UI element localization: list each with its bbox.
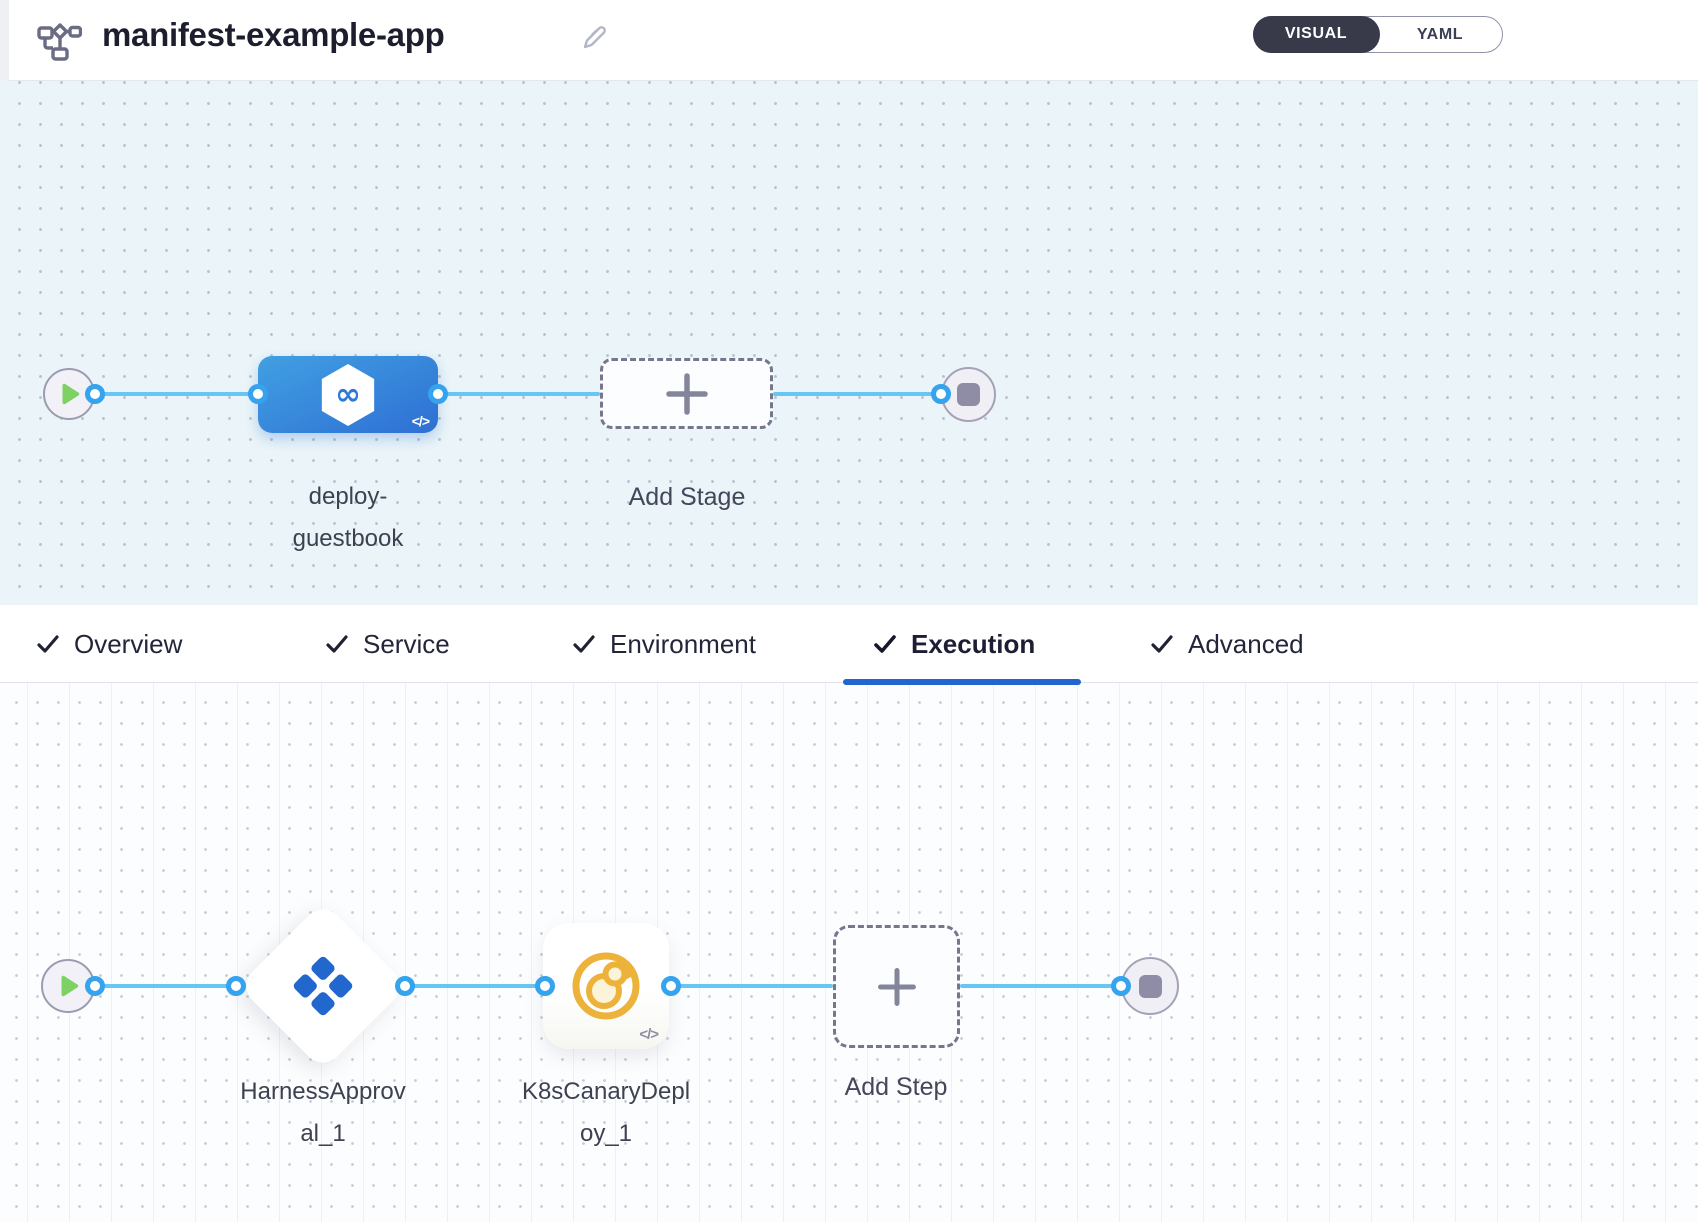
port-start-out[interactable]	[85, 976, 105, 996]
stop-icon	[957, 383, 980, 406]
execution-canvas[interactable]: </> HarnessApprov al_1 K8sCanaryDepl oy_…	[0, 683, 1698, 1222]
yaml-toggle-button[interactable]: YAML	[1378, 17, 1502, 52]
stop-icon	[1138, 974, 1162, 998]
stage-config-tabbar: Overview Service Environment Execution A…	[0, 605, 1698, 685]
port-stage-in[interactable]	[248, 384, 268, 404]
pipeline-header: manifest-example-app VISUAL YAML	[0, 0, 1698, 81]
port-canary-in[interactable]	[535, 976, 555, 996]
edge-connector	[405, 984, 545, 988]
port-start-out[interactable]	[85, 384, 105, 404]
port-approval-in[interactable]	[226, 976, 246, 996]
step-node-harness-approval[interactable]	[238, 901, 408, 1071]
harness-approval-icon	[293, 956, 353, 1016]
step-node-k8s-canary-deploy[interactable]: </>	[543, 923, 669, 1049]
edge-connector	[95, 984, 236, 988]
play-icon	[62, 383, 80, 405]
tab-service[interactable]: Service	[325, 605, 450, 683]
svg-text:∞: ∞	[335, 376, 361, 412]
edit-pipeline-name-button[interactable]	[572, 16, 616, 60]
k8s-canary-icon	[572, 952, 640, 1020]
plus-icon	[877, 967, 916, 1006]
tab-advanced[interactable]: Advanced	[1150, 605, 1304, 683]
edge-connector	[438, 392, 600, 396]
visual-toggle-button[interactable]: VISUAL	[1252, 15, 1380, 53]
step-name-label: K8sCanaryDepl oy_1	[521, 1078, 691, 1147]
stage-canvas[interactable]: ∞ </> deploy- guestbook Add Stage	[0, 81, 1698, 605]
step-name-label: HarnessApprov al_1	[240, 1078, 406, 1147]
tab-environment[interactable]: Environment	[572, 605, 756, 683]
add-stage-button[interactable]	[600, 358, 773, 429]
pipeline-flowchart-icon	[36, 21, 83, 66]
code-badge-icon: </>	[639, 1026, 659, 1043]
check-icon	[573, 635, 595, 653]
edge-connector	[773, 392, 941, 396]
check-icon	[326, 635, 348, 653]
port-end-in[interactable]	[1111, 976, 1131, 996]
port-approval-out[interactable]	[395, 976, 415, 996]
add-stage-label: Add Stage	[628, 483, 746, 511]
left-edge-strip	[0, 0, 9, 81]
page-title: manifest-example-app	[102, 16, 445, 53]
tab-execution[interactable]: Execution	[873, 605, 1035, 683]
port-canary-out[interactable]	[661, 976, 681, 996]
deployment-stage-icon: ∞	[321, 363, 375, 426]
play-icon	[61, 975, 79, 997]
active-tab-underline	[843, 679, 1081, 685]
port-end-in[interactable]	[931, 384, 951, 404]
check-icon	[1151, 635, 1173, 653]
stage-node-deploy-guestbook[interactable]: ∞ </>	[258, 356, 438, 433]
plus-icon	[665, 372, 708, 415]
edge-connector	[960, 984, 1121, 988]
port-stage-out[interactable]	[428, 384, 448, 404]
tab-overview[interactable]: Overview	[36, 605, 182, 683]
add-step-button[interactable]	[833, 925, 960, 1048]
check-icon	[37, 635, 59, 653]
check-icon	[874, 635, 896, 653]
add-step-label: Add Step	[844, 1073, 948, 1101]
edge-connector	[95, 392, 258, 396]
edge-connector	[671, 984, 833, 988]
view-mode-toggle: VISUAL YAML	[1252, 15, 1503, 53]
stage-name-label: deploy- guestbook	[292, 483, 404, 552]
code-badge-icon: </>	[411, 413, 430, 429]
